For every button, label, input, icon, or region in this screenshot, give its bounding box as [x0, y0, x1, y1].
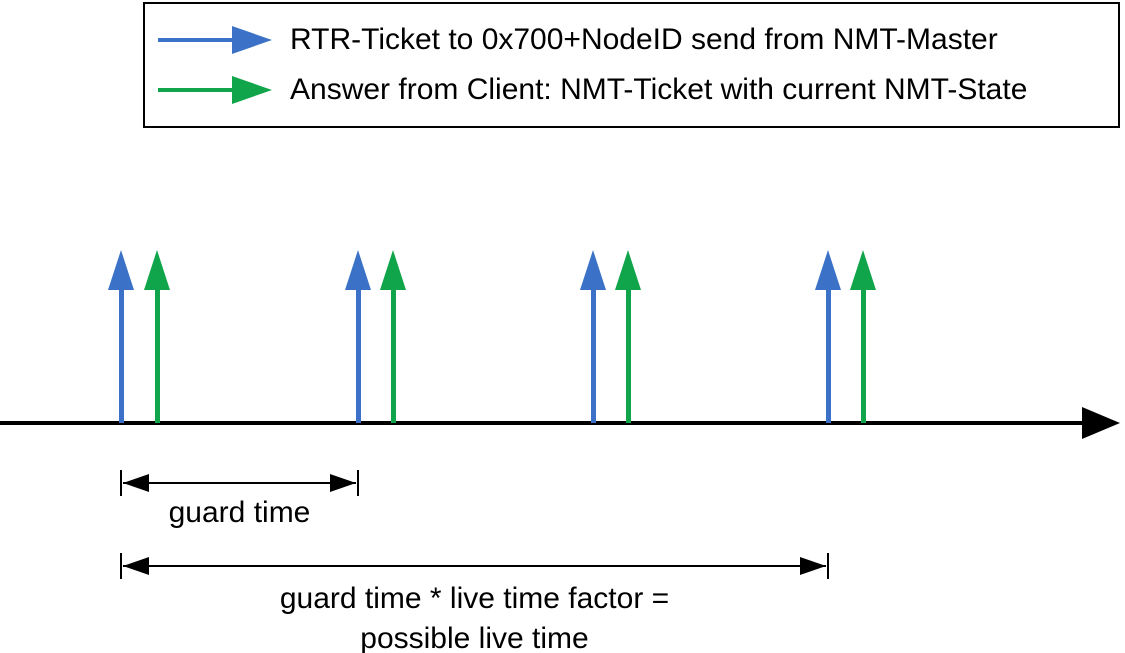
left-arrowhead-icon [123, 557, 149, 575]
client-answer-event-arrow [615, 250, 641, 423]
rtr-ticket-event-arrow [345, 250, 371, 423]
arrow-head-icon [232, 76, 272, 105]
rtr-ticket-event-arrow [580, 250, 606, 423]
legend-item-client-answer: Answer from Client: NMT-Ticket with curr… [145, 75, 1118, 105]
rtr-ticket-event-arrow [815, 250, 841, 423]
guard-time-label: guard time [168, 496, 311, 529]
arrow-line [158, 88, 238, 93]
time-axis [0, 421, 1086, 425]
right-arrowhead-icon [330, 474, 356, 492]
arrow-head-icon [850, 250, 876, 290]
arrow-head-icon [345, 250, 371, 290]
arrow-shaft [118, 286, 124, 423]
client-answer-event-arrow [144, 250, 170, 423]
legend-label-client-answer: Answer from Client: NMT-Ticket with curr… [290, 73, 1028, 107]
client-answer-event-arrow [850, 250, 876, 423]
right-arrowhead-icon [800, 557, 826, 575]
live-time-label: guard time * live time factor = possible… [280, 579, 669, 653]
arrow-shaft [355, 286, 361, 423]
legend-label-rtr-ticket: RTR-Ticket to 0x700+NodeID send from NMT… [290, 22, 998, 56]
arrow-shaft [590, 286, 596, 423]
arrow-head-icon [108, 250, 134, 290]
rtr-ticket-arrow-icon [158, 25, 272, 54]
arrow-head-icon [815, 250, 841, 290]
left-arrowhead-icon [123, 474, 149, 492]
dimension-start-tick [120, 470, 122, 496]
arrow-shaft [825, 286, 831, 423]
dimension-line [123, 482, 356, 484]
dimension-start-tick [120, 553, 122, 579]
client-answer-arrow-icon [158, 76, 272, 105]
client-answer-event-arrow [380, 250, 406, 423]
rtr-ticket-event-arrow [108, 250, 134, 423]
live-time-label-line2: possible live time [360, 622, 589, 653]
arrow-line [158, 37, 238, 42]
arrow-shaft [625, 286, 631, 423]
dimension-line [123, 565, 826, 567]
arrow-head-icon [380, 250, 406, 290]
legend-item-rtr-ticket: RTR-Ticket to 0x700+NodeID send from NMT… [145, 22, 1118, 56]
time-axis-arrowhead-icon [1082, 407, 1120, 439]
dimension-end-tick [827, 553, 829, 579]
legend-box: RTR-Ticket to 0x700+NodeID send from NMT… [143, 2, 1120, 128]
arrow-head-icon [580, 250, 606, 290]
arrow-shaft [860, 286, 866, 423]
guard-time-dimension: guard time [120, 470, 359, 529]
live-time-label-line1: guard time * live time factor = [279, 582, 670, 615]
arrow-head-icon [232, 25, 272, 54]
live-time-dimension: guard time * live time factor = possible… [120, 553, 829, 653]
dimension-end-tick [357, 470, 359, 496]
arrow-shaft [154, 286, 160, 423]
arrow-head-icon [144, 250, 170, 290]
arrow-head-icon [615, 250, 641, 290]
arrow-shaft [390, 286, 396, 423]
